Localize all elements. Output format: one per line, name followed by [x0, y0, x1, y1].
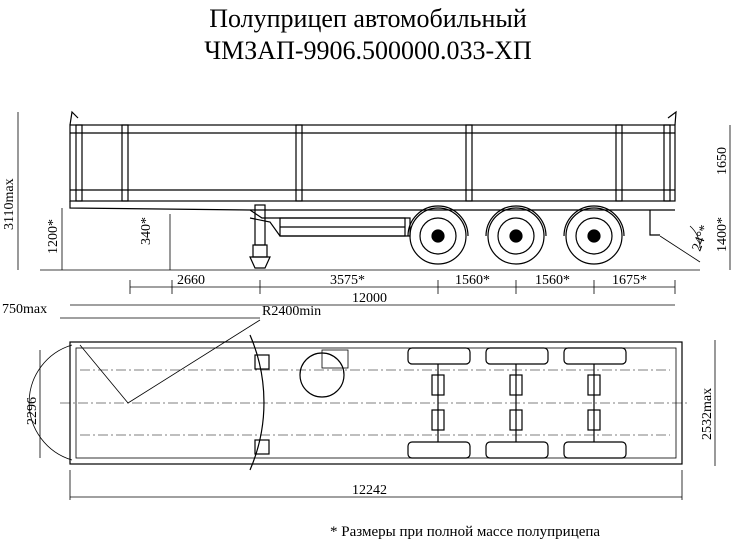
dim-overall-length-side: 12000	[352, 291, 387, 306]
wheel-axle-2	[487, 207, 545, 265]
departure-angle-line	[659, 235, 701, 263]
rear-bumper	[649, 210, 660, 236]
drawing-title-line1: Полуприцеп автомобильный	[209, 4, 527, 33]
body-top-corners	[69, 110, 677, 126]
chassis-frame	[69, 201, 411, 237]
dim-turn-radius: R2400min	[262, 304, 321, 319]
fenders	[407, 205, 625, 237]
landing-leg	[254, 204, 266, 246]
wheel-axle-1	[409, 207, 467, 265]
dim-lower-height: 340*	[139, 217, 154, 245]
dim-axle-gap-1: 1560*	[455, 273, 490, 288]
body-stakes	[75, 124, 671, 202]
landing-leg-foot	[252, 244, 268, 258]
trailer-body-side	[69, 124, 676, 202]
dim-top-right: 1650	[715, 147, 730, 175]
front-radius-arc	[28, 344, 73, 461]
dim-axle-gap-2: 1560*	[535, 273, 570, 288]
dim-right-height: 1400*	[715, 217, 730, 252]
dim-kingpin-to-leg: 2660	[177, 273, 205, 288]
axle-group	[407, 347, 627, 459]
wheel-axle-3	[565, 207, 623, 265]
dim-rear-overhang: 1675*	[612, 273, 647, 288]
dim-angle: 24°*	[690, 223, 713, 253]
drawing-title-line2: ЧМЗАП-9906.500000.033-ХП	[204, 36, 532, 65]
dim-outer-width: 2532max	[700, 388, 715, 440]
side-view	[17, 110, 731, 306]
dim-front-radius: 750max	[2, 302, 47, 317]
turn-radius-line	[127, 319, 261, 404]
landing-leg-top-right	[254, 439, 270, 455]
dim-frame-height: 1200*	[46, 219, 61, 254]
top-view	[28, 317, 716, 500]
footnote: * Размеры при полной массе полуприцепа	[330, 524, 601, 540]
dim-overall-length-top: 12242	[352, 483, 387, 498]
dim-leg-to-axle: 3575*	[330, 273, 365, 288]
dim-total-height: 3110max	[2, 178, 17, 230]
dim-inner-width: 2296	[25, 397, 40, 425]
landing-leg-top-left	[254, 354, 270, 370]
turn-radius-arc	[249, 334, 265, 471]
